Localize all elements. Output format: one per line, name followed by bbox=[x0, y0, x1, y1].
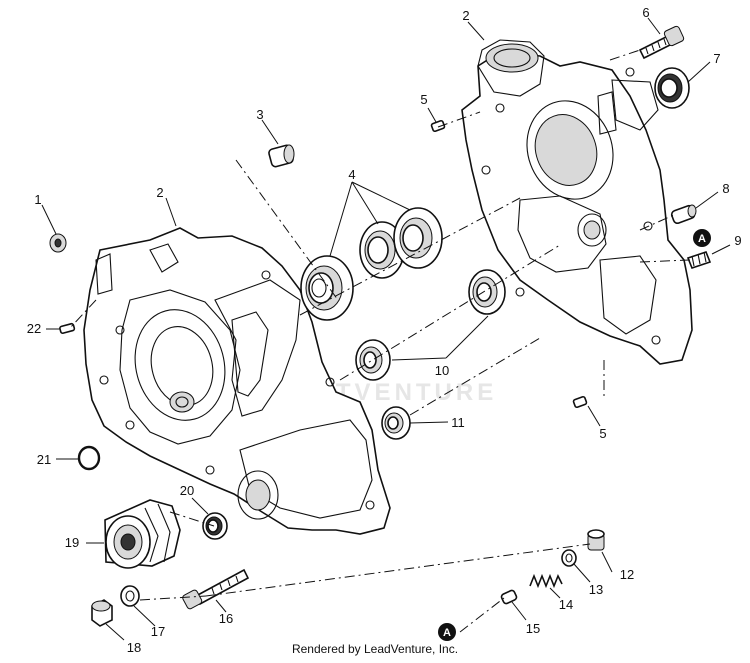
callout-15: 15 bbox=[526, 621, 540, 636]
bearing-small-upper bbox=[468, 269, 506, 315]
callout-leaders bbox=[41, 17, 731, 641]
callout-22: 22 bbox=[27, 321, 41, 336]
callout-12: 12 bbox=[620, 567, 634, 582]
callout-18: 18 bbox=[127, 640, 141, 655]
crankcase-right-half bbox=[461, 39, 693, 365]
callout-8: 8 bbox=[722, 181, 729, 196]
washer-17 bbox=[120, 585, 140, 607]
oil-seal-7 bbox=[654, 67, 690, 109]
bearing-large-1 bbox=[300, 255, 354, 321]
dowel-8 bbox=[670, 204, 697, 225]
o-ring-21 bbox=[77, 445, 101, 471]
bolt-6 bbox=[638, 25, 685, 60]
callout-5-upper: 5 bbox=[420, 92, 427, 107]
crankcase-left-half bbox=[83, 227, 391, 535]
plug-12 bbox=[587, 529, 605, 551]
reference-marker-a-upper: A bbox=[693, 229, 711, 247]
fitting-9 bbox=[686, 251, 712, 269]
callout-2-right: 2 bbox=[462, 8, 469, 23]
plunger-15 bbox=[500, 589, 518, 605]
drain-plug-18 bbox=[91, 599, 113, 627]
callout-7: 7 bbox=[713, 51, 720, 66]
bearing-large-2 bbox=[359, 221, 405, 279]
callout-14: 14 bbox=[559, 597, 573, 612]
render-credit: Rendered by LeadVenture, Inc. bbox=[291, 642, 459, 656]
callout-1: 1 bbox=[34, 192, 41, 207]
callout-5-lower: 5 bbox=[599, 426, 606, 441]
bearing-11 bbox=[381, 406, 411, 440]
callout-3: 3 bbox=[256, 107, 263, 122]
assembly-axes bbox=[69, 49, 691, 633]
callout-11: 11 bbox=[451, 415, 465, 430]
callout-17: 17 bbox=[151, 624, 165, 639]
callout-16: 16 bbox=[219, 611, 233, 626]
callout-2-left: 2 bbox=[156, 185, 163, 200]
dowel-1 bbox=[49, 233, 67, 253]
callout-13: 13 bbox=[589, 582, 603, 597]
pin-5-lower bbox=[572, 395, 588, 409]
bearing-large-3 bbox=[393, 207, 443, 269]
callout-19: 19 bbox=[65, 535, 79, 550]
callout-21: 21 bbox=[37, 452, 51, 467]
reference-marker-a-lower-label: A bbox=[443, 627, 451, 639]
pulley-19 bbox=[104, 499, 181, 569]
callout-4: 4 bbox=[348, 167, 355, 182]
reference-marker-a-lower: A bbox=[438, 623, 456, 641]
reference-marker-a-upper-label: A bbox=[698, 233, 706, 245]
bushing-3 bbox=[268, 144, 295, 168]
seal-20 bbox=[202, 512, 228, 540]
callout-9: 9 bbox=[734, 233, 741, 248]
callout-numbers: 1 2 2 3 4 5 5 6 7 8 9 10 11 12 13 14 15 … bbox=[27, 5, 742, 655]
bearing-small-lower bbox=[355, 339, 391, 381]
callout-6: 6 bbox=[642, 5, 649, 20]
spring-14 bbox=[529, 573, 563, 589]
pin-5-upper bbox=[430, 119, 446, 133]
callout-20: 20 bbox=[180, 483, 194, 498]
bolt-16 bbox=[182, 568, 250, 610]
pin-22 bbox=[59, 322, 76, 335]
callout-10: 10 bbox=[435, 363, 449, 378]
washer-13 bbox=[561, 549, 577, 567]
